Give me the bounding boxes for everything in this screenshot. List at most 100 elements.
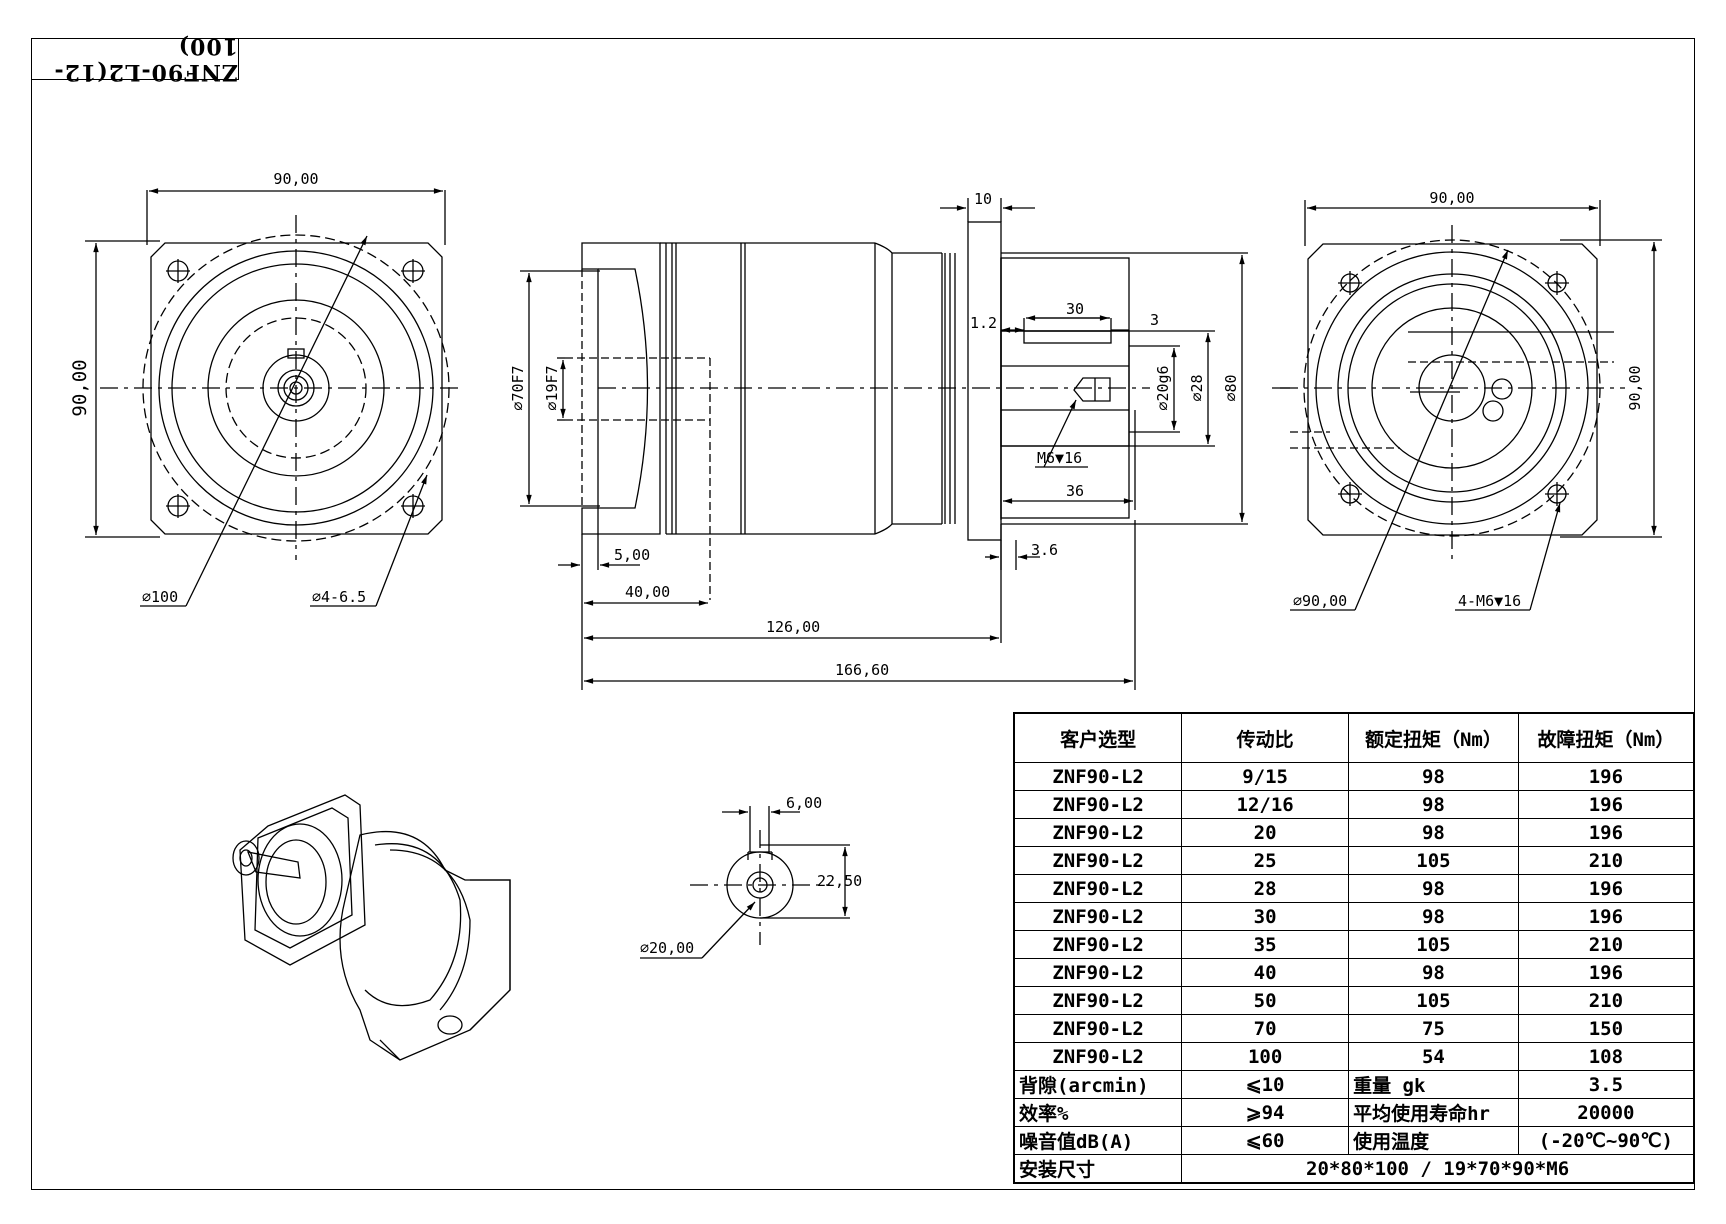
cell-model: ZNF90-L2	[1013, 790, 1183, 819]
cell-fault-torque: 196	[1517, 874, 1695, 903]
cell-ratio: 40	[1181, 958, 1350, 987]
cell-model: ZNF90-L2	[1013, 986, 1183, 1015]
dim-body-126: 126,00	[766, 618, 820, 636]
dimension-labels: 90,00 90,00 ⌀100 ⌀4-6.5 10 1.2 30 3 ⌀70F…	[69, 170, 1644, 957]
mount-hole-icon	[1545, 271, 1569, 295]
dim-front-height: 90,00	[69, 359, 91, 416]
cell-rated-torque: 75	[1348, 1014, 1519, 1043]
isometric-view	[232, 794, 511, 1061]
cell-rated-torque: 98	[1348, 902, 1519, 931]
mount-label: 安装尺寸	[1013, 1154, 1183, 1184]
cell-model: ZNF90-L2	[1013, 902, 1183, 931]
cell-ratio: 50	[1181, 986, 1350, 1015]
cell-model: ZNF90-L2	[1013, 874, 1183, 903]
dim-shaft-end-diameter: ⌀20,00	[640, 939, 694, 957]
cell-ratio: 70	[1181, 1014, 1350, 1043]
cell-fault-torque: 196	[1517, 818, 1695, 847]
dim-thread: M6▼16	[1037, 449, 1082, 467]
dim-bore-19: ⌀19F7	[543, 365, 561, 410]
dim-shaft-length: 36	[1066, 482, 1084, 500]
dim-key-offset: 3	[1150, 311, 1159, 329]
mount-hole-icon	[166, 494, 190, 518]
cell-rated-torque: 98	[1348, 762, 1519, 791]
dim-rear-height: 90,00	[1626, 365, 1644, 410]
cell-model: ZNF90-L2	[1013, 818, 1183, 847]
col-header-model: 客户选型	[1013, 712, 1183, 763]
cell-model: ZNF90-L2	[1013, 762, 1183, 791]
dim-front-diameter: ⌀100	[142, 588, 178, 606]
dim-front-holes: ⌀4-6.5	[312, 588, 366, 606]
cell-fault-torque: 210	[1517, 846, 1695, 875]
dim-shoulder: 1.2	[970, 314, 997, 332]
col-header-rated-torque: 额定扭矩（Nm）	[1348, 712, 1519, 763]
cell-fault-torque: 196	[1517, 790, 1695, 819]
cell-ratio: 30	[1181, 902, 1350, 931]
cell-rated-torque: 98	[1348, 790, 1519, 819]
shaft-end-view	[640, 806, 850, 959]
dim-key-height: 22,50	[817, 872, 862, 890]
dim-shaft-20: ⌀20g6	[1154, 365, 1172, 410]
prop-label: 噪音值dB(A)	[1013, 1126, 1183, 1155]
dim-pilot-80: ⌀80	[1222, 374, 1240, 401]
dim-flange-thickness: 10	[974, 190, 992, 208]
mount-hole-icon	[1338, 271, 1362, 295]
dim-bore-70: ⌀70F7	[509, 365, 527, 410]
prop-label: 效率%	[1013, 1098, 1183, 1127]
cell-model: ZNF90-L2	[1013, 930, 1183, 959]
col-header-fault-torque: 故障扭矩（Nm）	[1517, 712, 1695, 763]
cell-rated-torque: 98	[1348, 874, 1519, 903]
cell-rated-torque: 54	[1348, 1042, 1519, 1071]
mount-value: 20*80*100 / 19*70*90*M6	[1181, 1154, 1695, 1184]
cell-ratio: 25	[1181, 846, 1350, 875]
prop-value: 3.5	[1517, 1070, 1695, 1099]
cell-model: ZNF90-L2	[1013, 1042, 1183, 1071]
mount-hole-icon	[1545, 482, 1569, 506]
prop-label: 平均使用寿命hr	[1348, 1098, 1519, 1127]
prop-label: 背隙(arcmin)	[1013, 1070, 1183, 1099]
dim-total-166: 166,60	[835, 661, 889, 679]
cell-fault-torque: 196	[1517, 902, 1695, 931]
cell-fault-torque: 108	[1517, 1042, 1695, 1071]
cell-fault-torque: 150	[1517, 1014, 1695, 1043]
cell-fault-torque: 196	[1517, 958, 1695, 987]
side-view	[520, 198, 1290, 690]
mount-hole-icon	[401, 259, 425, 283]
title-block: ZNF90-L2(12-100)	[31, 33, 239, 85]
cell-ratio: 100	[1181, 1042, 1350, 1071]
cell-rated-torque: 105	[1348, 846, 1519, 875]
prop-value: ⩾94	[1181, 1098, 1350, 1127]
cell-ratio: 20	[1181, 818, 1350, 847]
prop-label: 重量 gk	[1348, 1070, 1519, 1099]
dim-flange-5: 5,00	[614, 546, 650, 564]
cell-model: ZNF90-L2	[1013, 958, 1183, 987]
cell-model: ZNF90-L2	[1013, 1014, 1183, 1043]
prop-value: 20000	[1517, 1098, 1695, 1127]
dim-rear-holes: 4-M6▼16	[1458, 592, 1521, 610]
table-header-row: 客户选型 传动比 额定扭矩（Nm） 故障扭矩（Nm）	[1013, 712, 1695, 763]
dim-rear-width: 90,00	[1429, 189, 1474, 207]
mount-hole-icon	[1338, 482, 1362, 506]
cell-model: ZNF90-L2	[1013, 846, 1183, 875]
dim-front-width: 90,00	[273, 170, 318, 188]
prop-value: ⩽10	[1181, 1070, 1350, 1099]
prop-label: 使用温度	[1348, 1126, 1519, 1155]
cell-fault-torque: 196	[1517, 762, 1695, 791]
cell-ratio: 12/16	[1181, 790, 1350, 819]
col-header-ratio: 传动比	[1181, 712, 1350, 763]
cell-rated-torque: 105	[1348, 930, 1519, 959]
cell-rated-torque: 98	[1348, 818, 1519, 847]
dim-rear-pcd: ⌀90,00	[1293, 592, 1347, 610]
